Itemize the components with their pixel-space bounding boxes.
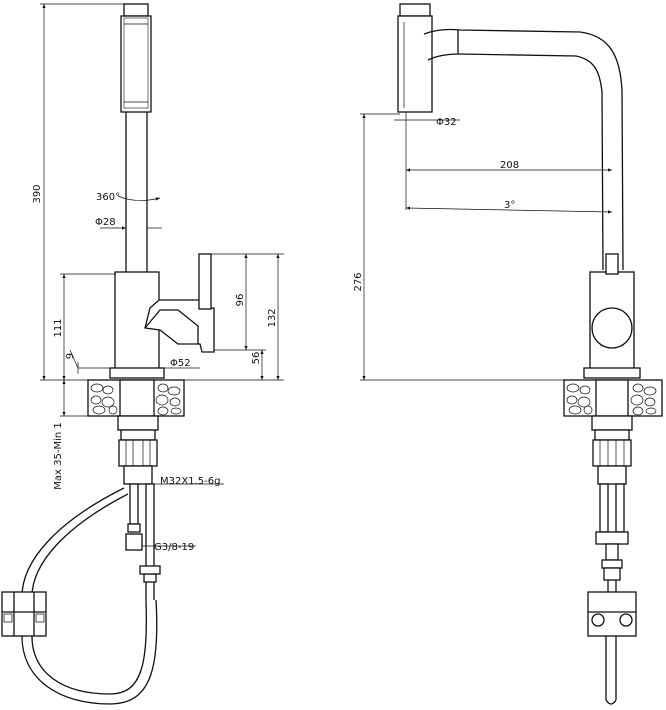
pull-out-hose bbox=[21, 487, 158, 705]
countertop-right bbox=[563, 379, 663, 417]
dim-height-total: 390 bbox=[32, 184, 43, 203]
hose-counterweight bbox=[1, 591, 47, 637]
supply-pipes-left bbox=[125, 483, 161, 600]
rotation-arc bbox=[117, 195, 161, 201]
left-side-view: 390 360° Φ28 111 9 Φ52 96 132 56 Max 35-… bbox=[1, 3, 284, 705]
dim-handle-height: 96 bbox=[235, 294, 246, 307]
dim-tilt: 3° bbox=[504, 200, 515, 211]
dim-reach: 208 bbox=[500, 160, 519, 171]
dim-hose-fitting: G3/8-19 bbox=[154, 542, 194, 553]
mounting-thread-right bbox=[591, 415, 633, 592]
curved-spout bbox=[423, 28, 624, 271]
faucet-body-right bbox=[583, 253, 641, 379]
countertop-left bbox=[87, 379, 185, 417]
dim-rotation: 360° bbox=[96, 192, 120, 203]
spout-tube bbox=[125, 112, 148, 272]
dim-base-offset: 9 bbox=[65, 353, 76, 359]
dim-head-diameter: Φ32 bbox=[436, 117, 457, 128]
dimension-lines-right bbox=[360, 112, 613, 381]
dim-body-height: 111 bbox=[53, 318, 64, 337]
dim-spout-height: 276 bbox=[353, 272, 364, 291]
dim-base-diameter: Φ52 bbox=[170, 358, 191, 369]
hose-counterweight-right bbox=[587, 591, 637, 705]
pull-out-head-right bbox=[397, 3, 433, 113]
dim-handle-base: 56 bbox=[251, 352, 262, 365]
pull-out-head bbox=[120, 3, 152, 113]
dim-thread: M32X1.5-6g bbox=[160, 476, 220, 487]
faucet-body bbox=[109, 253, 215, 379]
mounting-thread-left bbox=[117, 415, 159, 485]
right-front-view: Φ32 208 3° 276 bbox=[353, 3, 663, 705]
dim-spout-diameter: Φ28 bbox=[95, 217, 116, 228]
dim-deck-thickness: Max 35-Min 1 bbox=[53, 422, 64, 489]
dimension-lines-left bbox=[40, 3, 284, 547]
dim-handle-total: 132 bbox=[267, 308, 278, 327]
